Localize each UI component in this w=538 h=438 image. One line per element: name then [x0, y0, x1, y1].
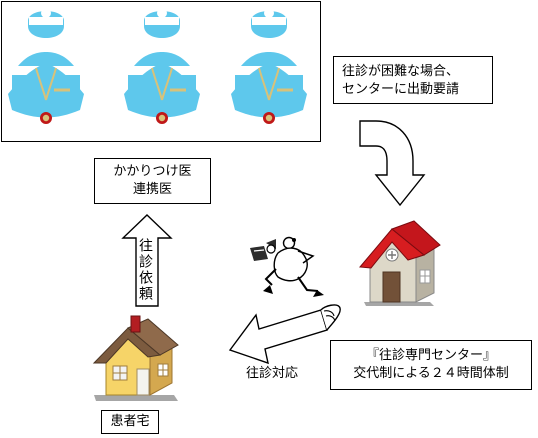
doctor-icon-2 [124, 8, 200, 124]
center-box-line-1: 『往診専門センター』 [365, 348, 496, 363]
patient-house-icon [92, 315, 179, 401]
request-note-line-1: 往診が困難な場合、 [342, 64, 460, 79]
doctors-illustration [8, 8, 307, 124]
patient-home-box: 患者宅 [101, 410, 159, 434]
home-visit-arrow [228, 304, 341, 365]
center-box-line-2: 交代制による２４時間体制 [353, 366, 509, 381]
doctor-icon-3 [231, 8, 307, 124]
family-doctor-line-1: かかりつけ医 [113, 164, 192, 179]
dispatch-arrow [359, 120, 426, 207]
home-visit-arrow-label: 往診対応 [246, 366, 299, 381]
doctor-icon-1 [8, 8, 84, 124]
referral-arrow [121, 214, 173, 307]
request-note-box: 往診が困難な場合、 センターに出動要請 [333, 56, 493, 104]
patient-home-label: 患者宅 [110, 414, 150, 429]
center-house-icon [359, 220, 441, 306]
running-doctor-icon [250, 236, 324, 297]
doctors-panel [1, 1, 321, 142]
family-doctor-box: かかりつけ医 連携医 [94, 158, 211, 204]
referral-arrow-label: 往診依頼 [137, 238, 153, 302]
request-note-line-2: センターに出動要請 [342, 82, 460, 97]
family-doctor-line-2: 連携医 [132, 182, 172, 197]
center-box: 『往診専門センター』 交代制による２４時間体制 [330, 340, 532, 390]
